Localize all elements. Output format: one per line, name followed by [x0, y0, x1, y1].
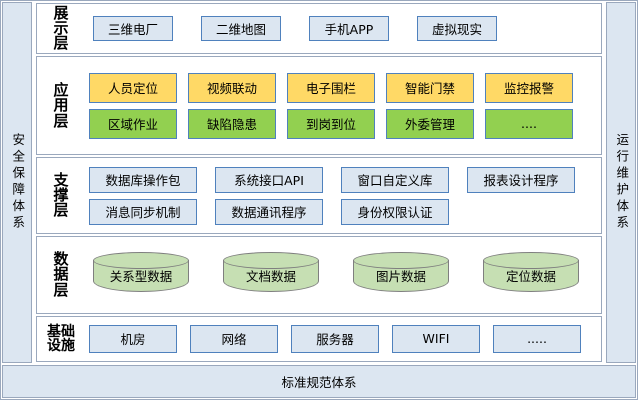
node-presentation-3[interactable]: 虚拟现实 — [417, 16, 497, 42]
node-support-0-3[interactable]: 报表设计程序 — [467, 166, 575, 193]
layer-presentation-body: 三维电厂 二维地图 手机APP 虚拟现实 — [85, 12, 601, 45]
layer-presentation: 展 示 层 三维电厂 二维地图 手机APP 虚拟现实 — [36, 3, 602, 55]
right-sidebar-label: 运行维护体系 — [614, 133, 630, 232]
left-sidebar-security-system: 安全保障体系 — [2, 2, 32, 363]
infrastructure-row-0: 机房 网络 服务器 WIFI ..... — [85, 324, 595, 353]
layer-presentation-label-char-0: 展 — [53, 3, 69, 22]
node-application-0-4[interactable]: 监控报警 — [485, 72, 573, 103]
cylinder-top-0 — [93, 251, 189, 269]
bottom-bar-standards-system: 标准规范体系 — [2, 365, 636, 398]
node-application-1-4[interactable]: .... — [485, 108, 573, 139]
layer-support-label: 支 撑 层 — [37, 170, 85, 220]
node-presentation-2[interactable]: 手机APP — [309, 16, 389, 42]
right-sidebar-ops-maintenance-system: 运行维护体系 — [606, 2, 636, 363]
node-support-1-0[interactable]: 消息同步机制 — [89, 198, 197, 225]
node-infrastructure-2[interactable]: 服务器 — [291, 324, 379, 353]
layer-stack: 展 示 层 三维电厂 二维地图 手机APP 虚拟现实 — [33, 1, 605, 364]
layer-infrastructure-label: 基 础 设 施 — [37, 323, 85, 354]
layer-application-body: 人员定位 视频联动 电子围栏 智能门禁 监控报警 区域作业 缺陷隐患 到岗到位 … — [85, 69, 601, 143]
node-presentation-0[interactable]: 三维电厂 — [93, 16, 173, 42]
cylinder-label-3: 定位数据 — [505, 268, 556, 284]
cylinder-top-2 — [353, 251, 449, 269]
cylinder-top-1 — [223, 251, 319, 269]
layer-presentation-label: 展 示 层 — [37, 3, 85, 53]
left-sidebar-label: 安全保障体系 — [10, 133, 26, 232]
layer-infrastructure: 基 础 设 施 机房 网络 服务器 WIFI ..... — [36, 315, 602, 363]
presentation-row-0: 三维电厂 二维地图 手机APP 虚拟现实 — [85, 16, 595, 42]
cylinder-top-3 — [483, 251, 579, 269]
layer-support-body: 数据库操作包 系统接口API 窗口自定义库 报表设计程序 消息同步机制 数据通讯… — [85, 163, 601, 229]
cylinder-label-0: 关系型数据 — [109, 268, 173, 284]
diagram-main-row: 安全保障体系 展 示 层 三维电厂 二维地图 手机APP — [1, 1, 637, 364]
cylinder-label-2: 图片数据 — [375, 268, 426, 284]
layer-infrastructure-body: 机房 网络 服务器 WIFI ..... — [85, 321, 601, 357]
data-row-0: 关系型数据 文档数据 图片数据 — [85, 251, 595, 298]
layer-support-label-char-0: 支 — [53, 170, 69, 189]
node-support-1-2[interactable]: 身份权限认证 — [341, 198, 449, 225]
layer-data-label: 数 据 层 — [37, 250, 85, 299]
node-presentation-1[interactable]: 二维地图 — [201, 16, 281, 42]
layer-data-label-char-1: 据 — [53, 265, 69, 284]
node-application-0-1[interactable]: 视频联动 — [188, 72, 276, 103]
layer-application-label-char-1: 用 — [53, 96, 69, 115]
node-infrastructure-4[interactable]: ..... — [493, 324, 581, 353]
support-row-1: 消息同步机制 数据通讯程序 身份权限认证 — [85, 198, 595, 225]
layer-application-label-char-2: 层 — [53, 111, 69, 130]
layer-presentation-label-char-1: 示 — [53, 19, 69, 38]
application-row-0: 人员定位 视频联动 电子围栏 智能门禁 监控报警 — [85, 72, 595, 103]
bottom-bar-label: 标准规范体系 — [281, 375, 357, 390]
node-support-1-1[interactable]: 数据通讯程序 — [215, 198, 323, 225]
application-row-1: 区域作业 缺陷隐患 到岗到位 外委管理 .... — [85, 108, 595, 139]
node-support-0-1[interactable]: 系统接口API — [215, 166, 323, 193]
node-support-0-2[interactable]: 窗口自定义库 — [341, 166, 449, 193]
node-support-0-0[interactable]: 数据库操作包 — [89, 166, 197, 193]
layer-infrastructure-label-char-0: 基 — [47, 323, 61, 340]
layer-infrastructure-label-char-3: 施 — [61, 337, 75, 354]
node-application-1-0[interactable]: 区域作业 — [89, 108, 177, 139]
layer-infrastructure-label-char-1: 础 — [61, 323, 75, 340]
layer-application: 应 用 层 人员定位 视频联动 电子围栏 智能门禁 监控报警 区域作业 — [36, 56, 602, 156]
cylinder-database-2[interactable]: 图片数据 — [353, 251, 449, 298]
node-infrastructure-1[interactable]: 网络 — [190, 324, 278, 353]
node-application-0-3[interactable]: 智能门禁 — [386, 72, 474, 103]
cylinder-database-3[interactable]: 定位数据 — [483, 251, 579, 298]
layer-support-label-char-2: 层 — [53, 201, 69, 220]
node-infrastructure-0[interactable]: 机房 — [89, 324, 177, 353]
cylinder-database-0[interactable]: 关系型数据 — [93, 251, 189, 298]
node-application-1-1[interactable]: 缺陷隐患 — [188, 108, 276, 139]
support-row-0: 数据库操作包 系统接口API 窗口自定义库 报表设计程序 — [85, 166, 595, 193]
layer-application-label-char-0: 应 — [53, 80, 69, 99]
node-application-0-0[interactable]: 人员定位 — [89, 72, 177, 103]
layer-data-label-char-0: 数 — [53, 250, 69, 269]
layer-presentation-label-char-2: 层 — [53, 34, 69, 53]
layer-infrastructure-label-char-2: 设 — [47, 337, 61, 354]
layer-application-label: 应 用 层 — [37, 80, 85, 130]
layer-support: 支 撑 层 数据库操作包 系统接口API 窗口自定义库 报表设计程序 消息同步机… — [36, 157, 602, 235]
layer-data-label-char-2: 层 — [53, 280, 69, 299]
layer-support-label-char-1: 撑 — [53, 186, 69, 205]
cylinder-database-1[interactable]: 文档数据 — [223, 251, 319, 298]
node-application-1-2[interactable]: 到岗到位 — [287, 108, 375, 139]
node-application-1-3[interactable]: 外委管理 — [386, 108, 474, 139]
layer-data: 数 据 层 关系型数据 — [36, 236, 602, 314]
cylinder-label-1: 文档数据 — [245, 268, 296, 284]
layer-data-body: 关系型数据 文档数据 图片数据 — [85, 248, 601, 302]
node-application-0-2[interactable]: 电子围栏 — [287, 72, 375, 103]
node-infrastructure-3[interactable]: WIFI — [392, 324, 480, 353]
